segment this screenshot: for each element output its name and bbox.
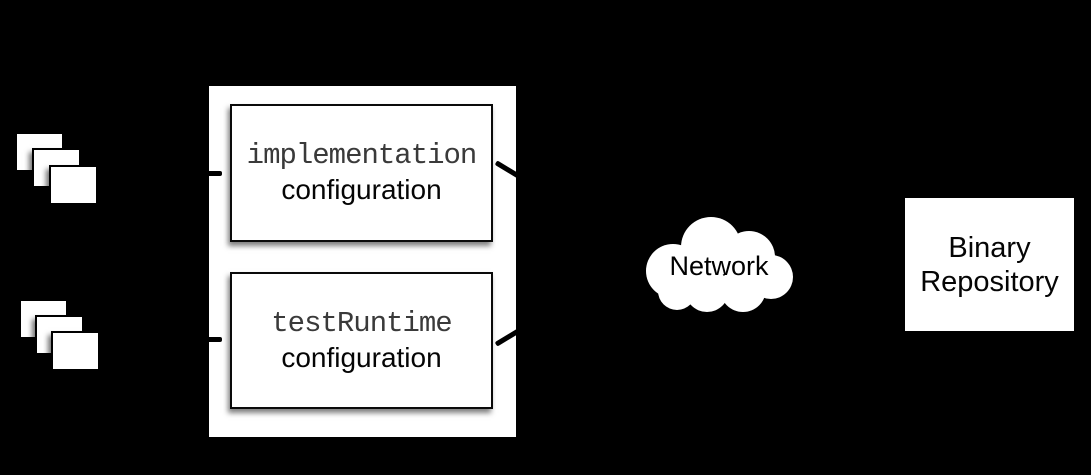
- cloud-icon: [646, 217, 793, 312]
- network-label: Network: [669, 250, 769, 281]
- repository-label-line: Binary: [948, 231, 1031, 264]
- arrow-stub-icon: [205, 337, 222, 342]
- implementation-configuration-box: implementation configuration: [230, 104, 493, 242]
- repository-label-line: Repository: [920, 265, 1059, 298]
- configuration-word-label: configuration: [281, 341, 442, 373]
- configuration-code-label: implementation: [246, 139, 478, 172]
- document-icon: [49, 165, 98, 205]
- arrow-stub-icon: [205, 171, 222, 176]
- configuration-code-label: testRuntime: [271, 306, 452, 340]
- binary-repository-box: Binary Repository: [904, 197, 1075, 332]
- configuration-word-label: configuration: [281, 174, 442, 205]
- network-cloud: Network: [643, 215, 795, 313]
- testruntime-configuration-box: testRuntime configuration: [230, 272, 493, 409]
- document-icon: [51, 331, 100, 371]
